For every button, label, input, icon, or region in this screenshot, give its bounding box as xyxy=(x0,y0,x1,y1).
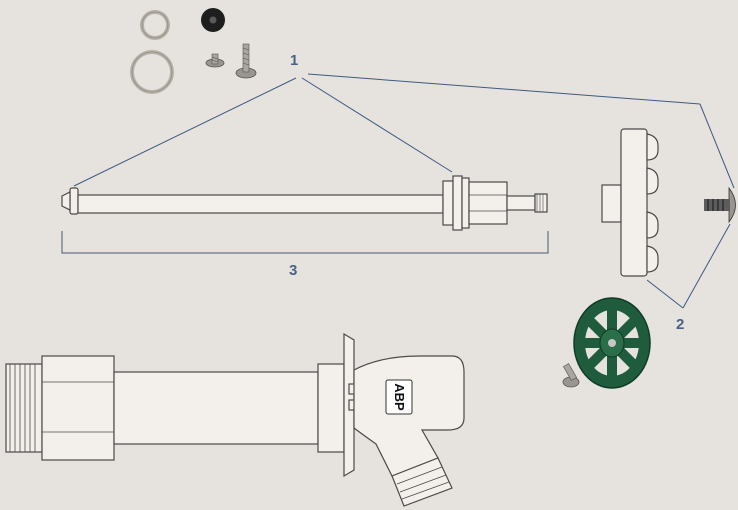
screw-small xyxy=(205,53,225,68)
handle-screw xyxy=(704,186,736,224)
callout-1: 1 xyxy=(290,52,299,69)
stem-assembly xyxy=(61,175,548,231)
rubber-washer xyxy=(201,8,225,32)
callout-3: 3 xyxy=(289,262,298,279)
washer-small xyxy=(140,10,170,40)
wheel-screw xyxy=(562,363,580,388)
abp-badge-text: ABP xyxy=(392,383,407,411)
green-handle-wheel xyxy=(573,297,651,389)
callout-2: 2 xyxy=(676,316,685,333)
handle-side-view xyxy=(601,128,659,277)
washer-large xyxy=(130,50,174,94)
screw-long xyxy=(235,43,257,79)
faucet-body xyxy=(5,332,465,507)
leader-lines xyxy=(73,73,735,309)
length-bracket xyxy=(61,231,549,254)
